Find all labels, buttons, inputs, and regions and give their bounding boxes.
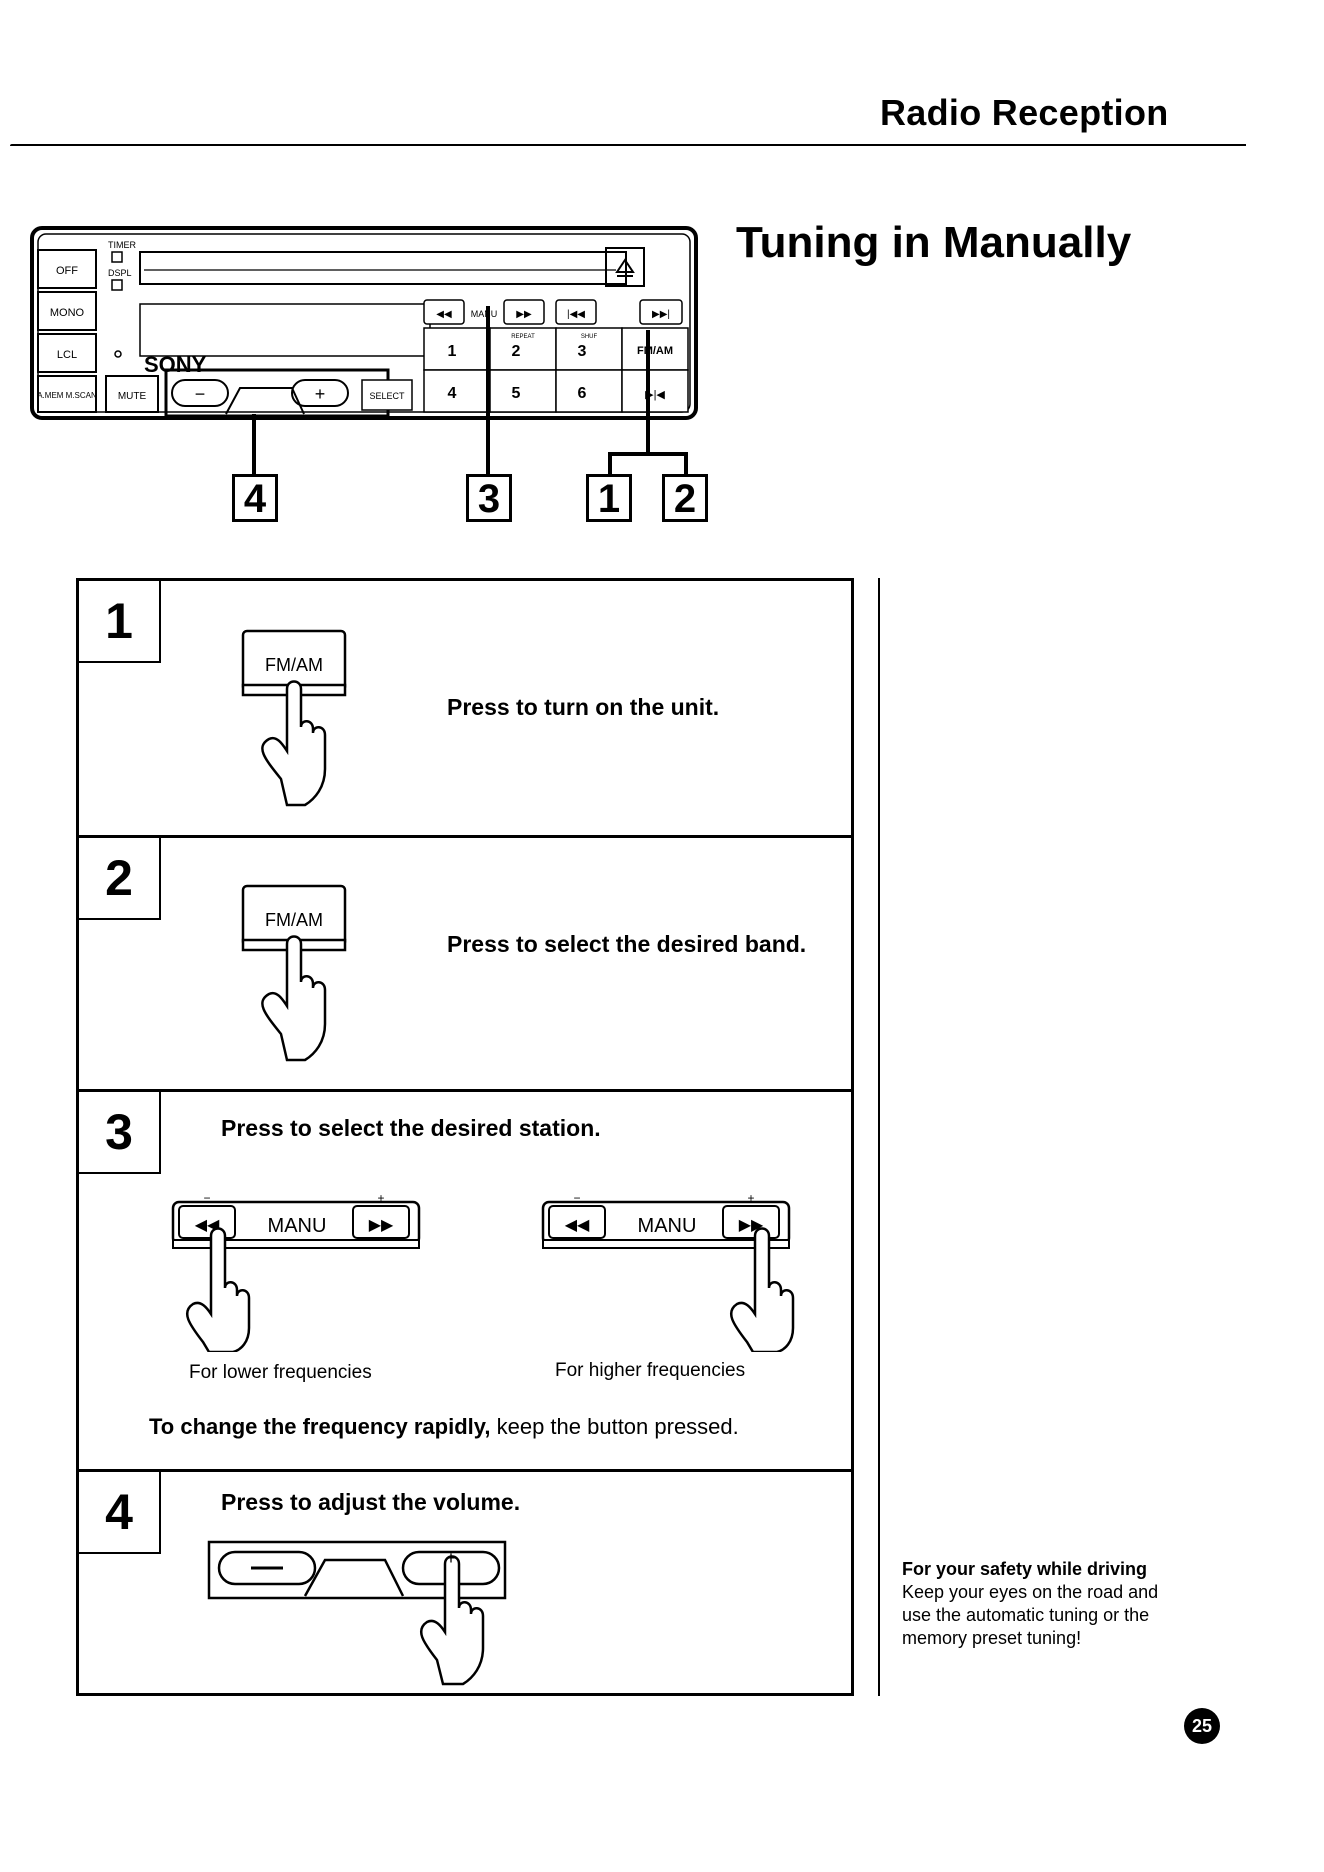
mute-button-label: MUTE [118, 391, 147, 402]
step-4-number: 4 [79, 1472, 161, 1554]
lcl-button-label: LCL [57, 349, 77, 361]
select-button-label: SELECT [369, 391, 405, 401]
svg-text:−: − [573, 1192, 580, 1205]
volume-button-illustration: + [207, 1540, 507, 1686]
press-hand-icon [185, 1227, 251, 1352]
rapid-change-tip-bold: To change the frequency rapidly, [149, 1414, 491, 1439]
step-1-fmam-label: FM/AM [265, 655, 323, 675]
step-4: 4 Press to adjust the volume. + [79, 1469, 851, 1693]
step-2-number: 2 [79, 838, 161, 920]
svg-text:+: + [747, 1192, 754, 1205]
callout-3: 3 [466, 474, 512, 522]
page-title: Tuning in Manually [736, 218, 1132, 267]
forward-icon: ▶▶ [369, 1217, 394, 1234]
radio-unit-illustration: OFF MONO LCL A.MEM M.SCAN TIMER DSPL SON… [30, 226, 698, 476]
step-2-text: Press to select the desired band. [447, 931, 807, 957]
step-1-number: 1 [79, 581, 161, 663]
svg-text:+: + [377, 1192, 384, 1205]
safety-note: For your safety while driving Keep your … [902, 1558, 1162, 1650]
section-title: Radio Reception [880, 92, 1169, 133]
svg-text:+: + [315, 384, 326, 404]
rapid-change-tip: To change the frequency rapidly, keep th… [149, 1414, 739, 1440]
preset-3-label: 3 [578, 343, 587, 360]
preset-1-label: 1 [448, 343, 457, 360]
mono-button-label: MONO [50, 307, 85, 319]
svg-text:◀◀: ◀◀ [436, 309, 452, 320]
preset-6-label: 6 [578, 385, 587, 402]
press-hand-icon: FM/AM [241, 884, 347, 1062]
dspl-label: DSPL [108, 268, 132, 278]
press-hand-icon: FM/AM [241, 629, 347, 807]
step-2-fmam-label: FM/AM [265, 910, 323, 930]
rapid-change-tip-rest: keep the button pressed. [490, 1414, 739, 1439]
preset-5-label: 5 [512, 385, 521, 402]
press-hand-icon [419, 1555, 485, 1686]
page-number: 25 [1184, 1708, 1220, 1744]
step-2: 2 FM/AM Press to select the desired band… [79, 835, 851, 1089]
svg-text:−: − [203, 1192, 210, 1205]
manu-label: MANU [471, 309, 498, 319]
rewind-icon: ◀◀ [565, 1217, 590, 1234]
caption-lower-frequencies: For lower frequencies [189, 1362, 372, 1383]
caption-higher-frequencies: For higher frequencies [555, 1360, 746, 1381]
eject-icon [615, 258, 635, 277]
step-3: 3 Press to select the desired station. ◀… [79, 1089, 851, 1469]
step-4-text: Press to adjust the volume. [221, 1489, 521, 1515]
manu-button-lower: ◀◀ − MANU ▶▶ + [171, 1192, 421, 1352]
off-button-label: OFF [56, 265, 78, 277]
press-hand-icon [729, 1227, 795, 1352]
svg-text:▶▶|: ▶▶| [652, 309, 670, 320]
header-rule [10, 144, 1246, 146]
svg-text:▶▶: ▶▶ [516, 309, 532, 320]
amem-button-label: A.MEM M.SCAN [37, 391, 97, 400]
plus-icon: + [446, 1548, 457, 1568]
step-1-text: Press to turn on the unit. [447, 694, 720, 720]
steps-box: 1 FM/AM Press to turn on the unit. 2 FM/… [76, 578, 854, 1696]
safety-title: For your safety while driving [902, 1559, 1148, 1579]
shuf-label: SHUF [581, 334, 598, 340]
timer-label: TIMER [108, 240, 136, 250]
svg-text:|◀◀: |◀◀ [567, 309, 585, 320]
safety-text: Keep your eyes on the road and use the a… [902, 1582, 1159, 1648]
step-3-number: 3 [79, 1092, 161, 1174]
step-3-text: Press to select the desired station. [221, 1115, 601, 1141]
callout-2: 2 [662, 474, 708, 522]
svg-text:−: − [195, 384, 206, 404]
callout-1: 1 [586, 474, 632, 522]
step-3-manu-label-right: MANU [638, 1215, 697, 1237]
preset-2-label: 2 [512, 343, 521, 360]
step-3-manu-label-left: MANU [268, 1215, 327, 1237]
manu-button-higher: ◀◀ − MANU ▶▶ + [541, 1192, 795, 1352]
svg-text:▶|◀: ▶|◀ [645, 389, 665, 401]
step-1: 1 FM/AM Press to turn on the unit. [79, 581, 851, 835]
preset-4-label: 4 [448, 385, 457, 402]
sidebar-rule [878, 578, 880, 1696]
fmam-button-label: FM/AM [637, 345, 673, 357]
brand-logo: SONY [144, 352, 207, 377]
callout-4: 4 [232, 474, 278, 522]
repeat-label: REPEAT [511, 334, 535, 340]
